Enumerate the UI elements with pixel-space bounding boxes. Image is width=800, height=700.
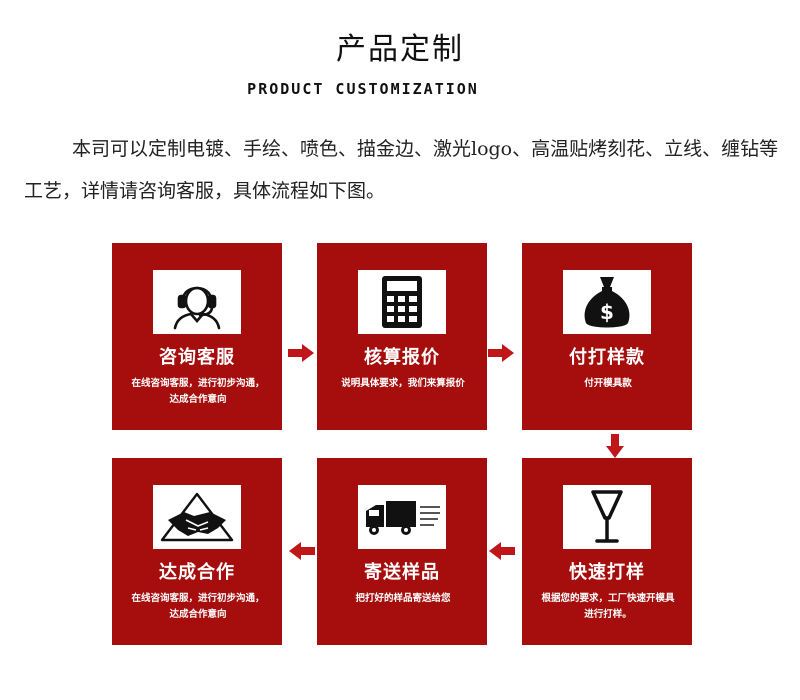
step-card-ship-sample: 寄送样品 把打好的样品寄送给您 xyxy=(317,458,487,645)
icon-frame xyxy=(358,270,446,334)
step-title: 咨询客服 xyxy=(159,347,235,368)
icon-frame xyxy=(563,485,651,549)
icon-frame: $ xyxy=(563,270,651,334)
icon-frame xyxy=(153,270,241,334)
step-title: 寄送样品 xyxy=(364,562,440,583)
delivery-truck-icon xyxy=(366,501,440,535)
step-description: 说明具体要求，我们来算报价 xyxy=(341,378,465,389)
step-card-consult: 咨询客服 在线咨询客服，进行初步沟通，达成合作意向 xyxy=(112,243,282,430)
page-title: 产品定制 xyxy=(336,32,464,67)
customer-service-icon xyxy=(173,286,221,330)
calculator-icon xyxy=(382,276,422,328)
arrow-right-icon xyxy=(488,344,514,362)
step-card-fast-sampling: 快速打样 根据您的要求，工厂快速开模具进行打样。 xyxy=(522,458,692,645)
handshake-icon xyxy=(160,492,234,542)
step-card-cooperation: 达成合作 在线咨询客服，进行初步沟通，达成合作意向 xyxy=(112,458,282,645)
step-card-sample-payment: $ 付打样款 付开模具款 xyxy=(522,243,692,430)
arrow-left-icon xyxy=(489,542,515,560)
arrow-right-icon xyxy=(288,344,314,362)
step-description: 把打好的样品寄送给您 xyxy=(355,593,451,604)
step-description: 在线咨询客服，进行初步沟通，达成合作意向 xyxy=(131,593,265,620)
step-description: 根据您的要求，工厂快速开模具进行打样。 xyxy=(541,593,675,620)
step-title: 达成合作 xyxy=(159,562,235,583)
step-card-quote: 核算报价 说明具体要求，我们来算报价 xyxy=(317,243,487,430)
svg-text:$: $ xyxy=(600,300,614,324)
icon-frame xyxy=(153,485,241,549)
step-description: 在线咨询客服，进行初步沟通，达成合作意向 xyxy=(131,378,265,405)
step-title: 核算报价 xyxy=(364,347,440,368)
arrow-down-icon xyxy=(606,434,624,458)
icon-frame xyxy=(358,485,446,549)
arrow-left-icon xyxy=(289,542,315,560)
page-subtitle: PRODUCT CUSTOMIZATION xyxy=(247,80,479,98)
step-title: 快速打样 xyxy=(569,562,645,583)
step-title: 付打样款 xyxy=(569,347,645,368)
goblet-icon xyxy=(591,490,623,543)
step-description: 付开模具款 xyxy=(584,378,632,389)
money-bag-icon: $ xyxy=(584,277,630,328)
intro-paragraph: 本司可以定制电镀、手绘、喷色、描金边、激光logo、高温贴烤刻花、立线、缠钻等工… xyxy=(24,138,779,202)
